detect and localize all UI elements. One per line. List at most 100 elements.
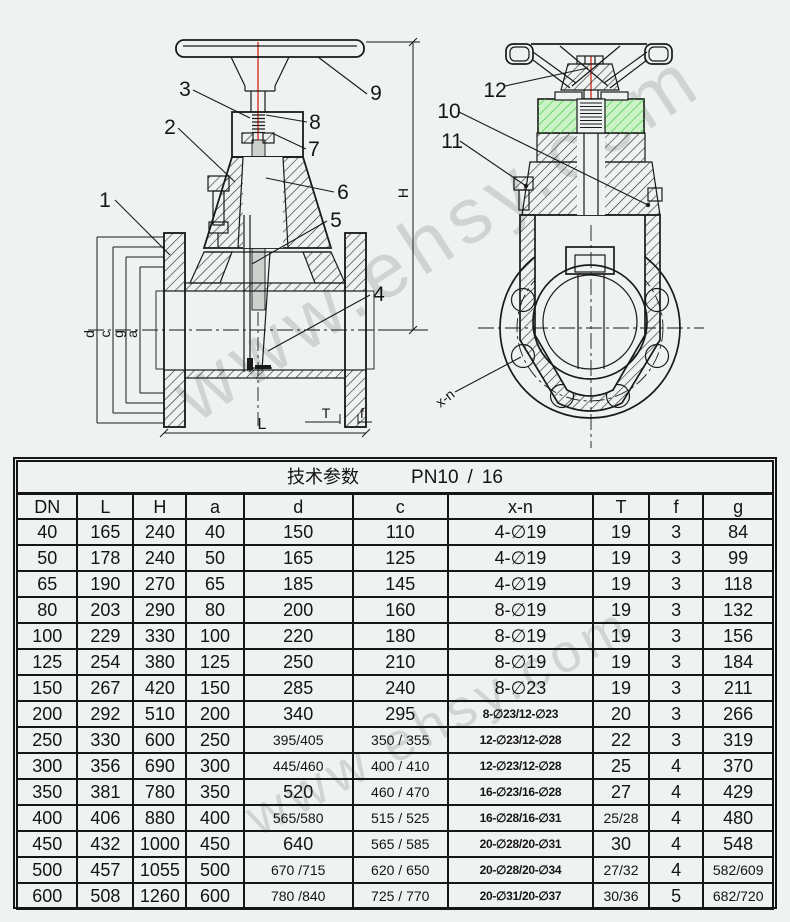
table-title-pn: PN10 <box>411 466 459 488</box>
xn-leader <box>454 356 522 393</box>
cell-h: 1000 <box>132 830 188 858</box>
cell-c: 125 <box>351 544 449 572</box>
cell-l: 508 <box>76 882 135 910</box>
callout-8: 8 <box>309 111 321 134</box>
cell-l: 381 <box>76 778 135 806</box>
yoke-highlight-green <box>537 91 645 134</box>
cell-g: 84 <box>702 518 774 546</box>
cell-l: 229 <box>76 622 135 650</box>
cell-l: 178 <box>76 544 135 572</box>
cell-x-n: 8-∅23 <box>446 674 595 702</box>
cell-f: 3 <box>647 648 705 676</box>
dim-label-H: H <box>395 188 411 198</box>
callout-10: 10 <box>437 100 460 123</box>
cell-d: 220 <box>242 622 354 650</box>
cell-t: 25 <box>592 752 650 780</box>
cell-dn: 250 <box>15 726 79 754</box>
cell-l: 190 <box>76 570 135 598</box>
cell-t: 19 <box>592 674 650 702</box>
cell-h: 690 <box>132 752 188 780</box>
cell-l: 432 <box>76 830 135 858</box>
gate-front <box>565 246 615 369</box>
cell-f: 3 <box>647 700 705 728</box>
cell-x-n: 12-∅23/12-∅28 <box>446 752 595 780</box>
dim-label-f: f <box>360 405 364 421</box>
cell-x-n: 4-∅19 <box>446 544 595 572</box>
cell-h: 420 <box>132 674 188 702</box>
gate-valve-section-view: d c g a L T f H <box>81 37 432 438</box>
cell-dn: 125 <box>15 648 79 676</box>
cell-c: 350 / 355 <box>351 726 449 754</box>
flange-left <box>155 232 186 428</box>
cell-d: 185 <box>242 570 354 598</box>
cell-c: 725 / 770 <box>351 882 449 910</box>
column-header-f: f <box>647 492 705 520</box>
cell-c: 160 <box>351 596 449 624</box>
cell-t: 19 <box>592 570 650 598</box>
cell-f: 4 <box>647 778 705 806</box>
cell-t: 30/36 <box>592 882 650 910</box>
dim-brackets <box>96 236 164 424</box>
flange-right <box>344 232 375 428</box>
wheel-hub <box>560 63 620 91</box>
cell-dn: 65 <box>15 570 79 598</box>
cell-t: 20 <box>592 700 650 728</box>
cell-l: 292 <box>76 700 135 728</box>
cell-f: 5 <box>647 882 705 910</box>
callout-11: 11 <box>441 130 463 153</box>
body-neck-left <box>189 251 233 284</box>
dim-label-xn: x-n <box>432 386 457 411</box>
table-title-slash: / <box>467 466 473 488</box>
column-header-dn: DN <box>15 492 79 520</box>
dim-label-a: a <box>124 330 140 338</box>
column-header-d: d <box>242 492 354 520</box>
valve-drawings: www.ehsy.com <box>81 32 717 448</box>
cell-a: 50 <box>185 544 245 572</box>
cell-d: 285 <box>242 674 354 702</box>
callout-9: 9 <box>370 82 382 105</box>
column-header-x-n: x-n <box>446 492 595 520</box>
cell-d: 150 <box>242 518 354 546</box>
wheel-spokes <box>532 45 648 89</box>
cell-t: 22 <box>592 726 650 754</box>
cell-t: 19 <box>592 622 650 650</box>
cell-dn: 300 <box>15 752 79 780</box>
column-header-l: L <box>76 492 135 520</box>
cell-l: 356 <box>76 752 135 780</box>
cell-g: 99 <box>702 544 774 572</box>
pipe-wall-bottom <box>184 369 346 379</box>
cell-l: 406 <box>76 804 135 832</box>
cell-g: 319 <box>702 726 774 754</box>
cell-x-n: 8-∅23/12-∅23 <box>446 700 595 728</box>
cell-a: 300 <box>185 752 245 780</box>
cell-f: 3 <box>647 622 705 650</box>
cell-d: 250 <box>242 648 354 676</box>
cell-x-n: 16-∅23/16-∅28 <box>446 778 595 806</box>
table-title-label: 技术参数 <box>287 466 360 487</box>
cell-x-n: 4-∅19 <box>446 570 595 598</box>
dim-label-c: c <box>97 331 113 338</box>
cell-t: 25/28 <box>592 804 650 832</box>
cell-l: 165 <box>76 518 135 546</box>
cell-g: 266 <box>702 700 774 728</box>
cell-g: 132 <box>702 596 774 624</box>
eye-bolt <box>207 175 230 247</box>
front-bonnet <box>513 132 663 216</box>
cell-t: 27/32 <box>592 856 650 884</box>
cell-a: 150 <box>185 674 245 702</box>
cell-a: 125 <box>185 648 245 676</box>
cell-h: 1260 <box>132 882 188 910</box>
cell-a: 100 <box>185 622 245 650</box>
dim-label-L: L <box>258 416 267 433</box>
cell-l: 254 <box>76 648 135 676</box>
gate-valve-front-view <box>454 43 704 448</box>
cell-l: 330 <box>76 726 135 754</box>
